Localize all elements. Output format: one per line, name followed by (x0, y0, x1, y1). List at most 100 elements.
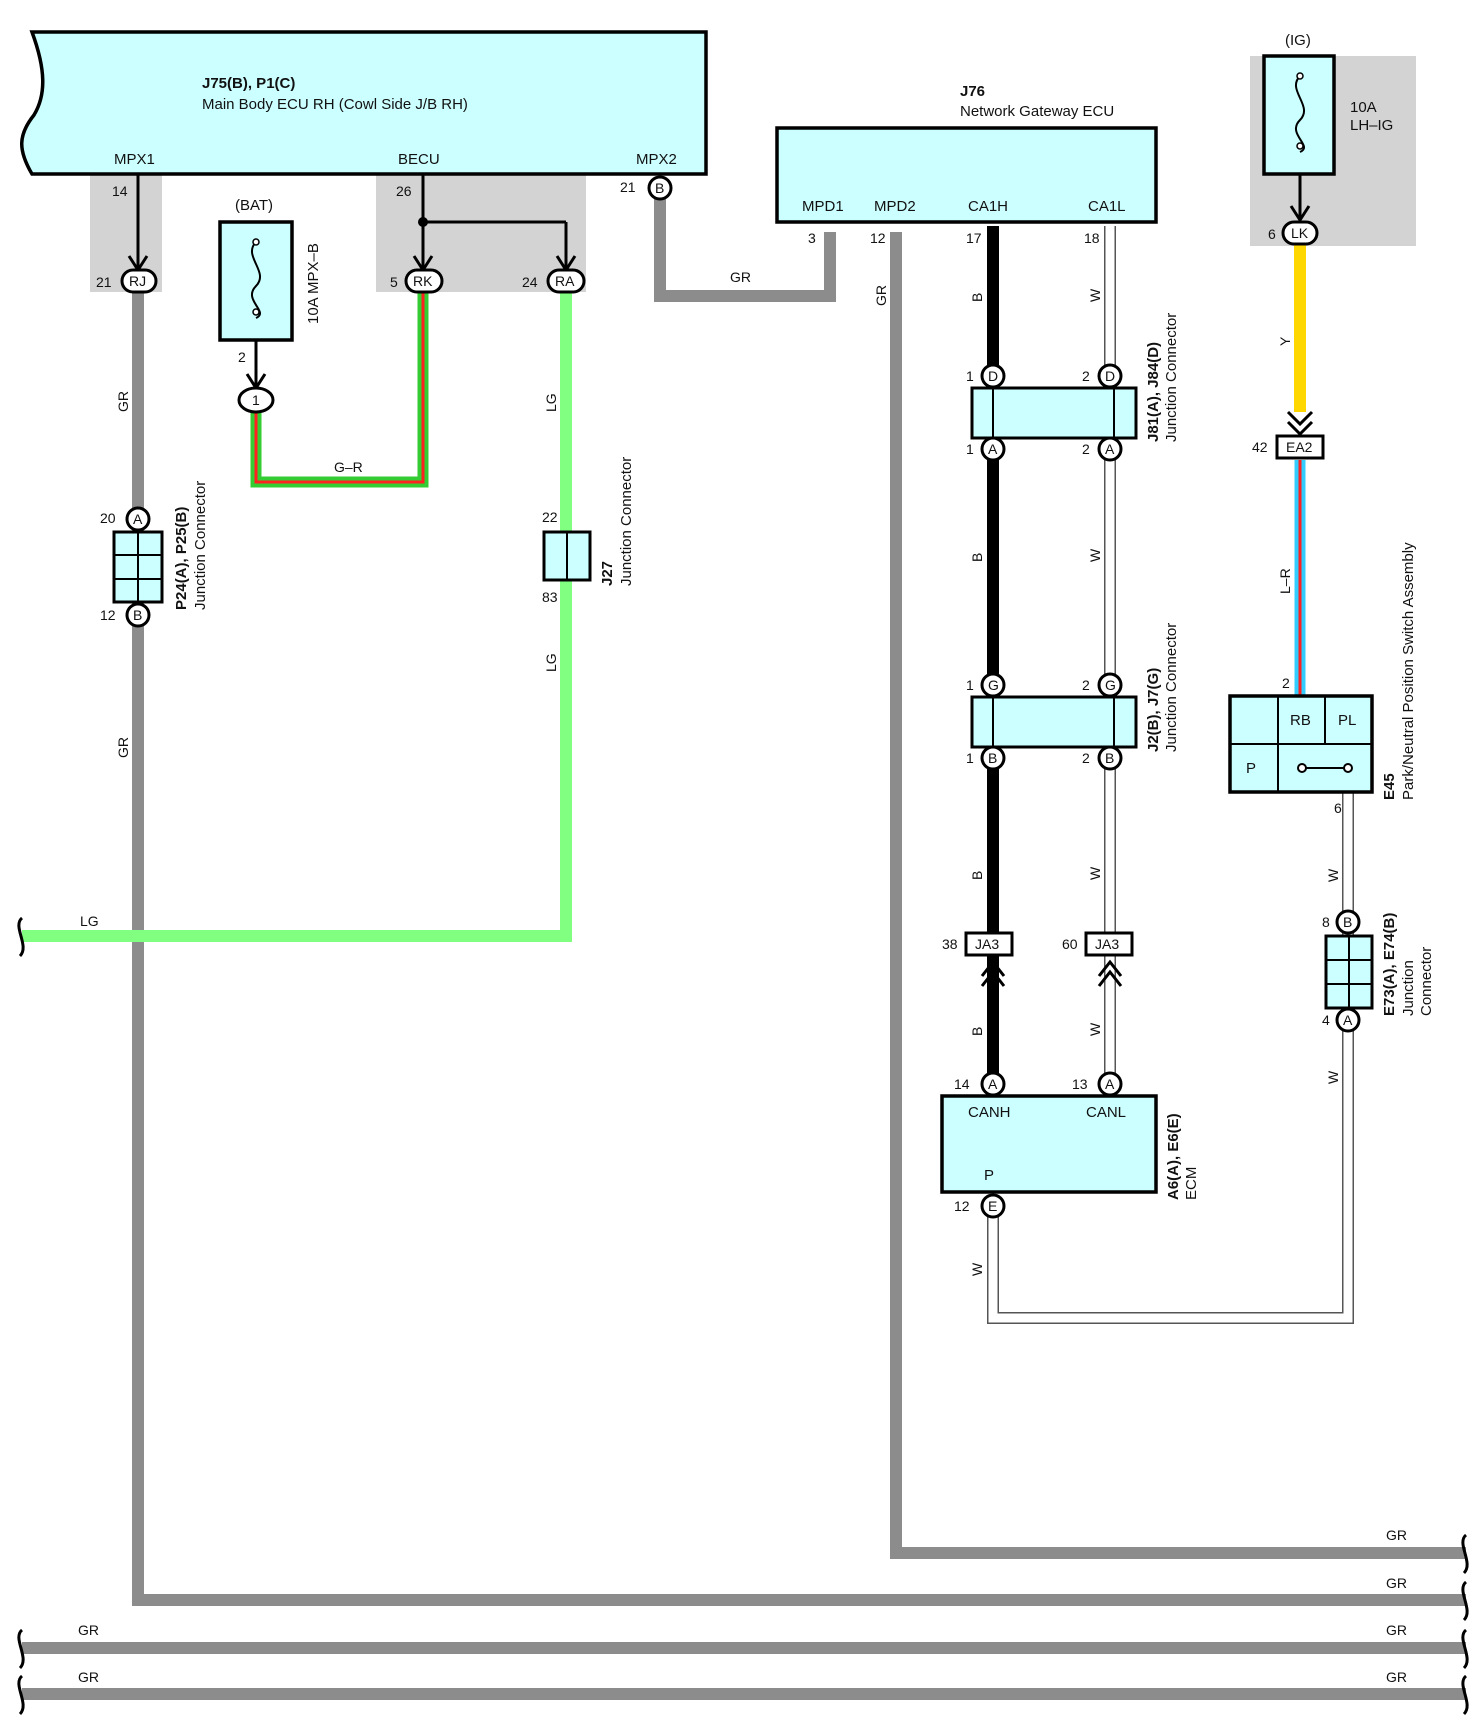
ecm-pin-label-canh: CANH (968, 1104, 1011, 1121)
connector-rj-pin: 21 (96, 274, 112, 290)
wire-label-w-1: W (1087, 288, 1103, 302)
j2-pin-b1 (980, 745, 1006, 771)
pin-label-mpd1: MPD1 (802, 198, 844, 215)
j7-pin-g2 (1097, 672, 1123, 698)
pin-number-mpx2: 21 (620, 179, 636, 195)
wire-label-lg-left: LG (80, 913, 99, 929)
e73-e74-connector: B 8 A 4 E73(A), E74(B) Junction Connecto… (1322, 909, 1435, 1033)
connector-ra-pin: 24 (522, 274, 538, 290)
p24-p25-connector: A 20 B 12 P24(A), P25(B) Junction Connec… (100, 481, 209, 628)
wire-label-gr-right-4: GR (1386, 1669, 1407, 1685)
wire-label-w-3: W (1087, 866, 1103, 880)
wire-label-gr-right-2: GR (1386, 1575, 1407, 1591)
ig-fuse-terminal-bottom (1296, 142, 1304, 150)
wire-label-gr-mpx1-mid: GR (115, 737, 131, 758)
gr-wires (22, 190, 1466, 1700)
ja3-60-code: JA3 (1095, 936, 1119, 952)
wire-label-w-4: W (1087, 1022, 1103, 1036)
e73-pin-a-num: 4 (1322, 1012, 1330, 1028)
ecm-box (940, 1094, 1158, 1194)
break-right-gr-2 (1461, 1580, 1469, 1622)
j2-j7-connector: G 1 G 2 B 1 B 2 J2(B), J7(G) Junction Co… (966, 623, 1180, 771)
connector-mpx2 (647, 175, 673, 201)
wire-label-w-ecm-p: W (969, 1262, 985, 1276)
connector-rk-pin: 5 (390, 274, 398, 290)
j84-pin-d2 (1097, 363, 1123, 389)
ig-fuse-amps: 10A (1350, 99, 1377, 116)
wire-label-lg-top: LG (543, 393, 559, 412)
e74-pin-b-num: 8 (1322, 914, 1330, 930)
ja3-38-pin: 38 (942, 936, 958, 952)
p24-pin-a (125, 506, 151, 532)
e45-pin-in: 2 (1282, 675, 1290, 691)
j2-body (970, 695, 1138, 749)
wire-label-gr-mpd2: GR (873, 285, 889, 306)
pin-label-mpx2: MPX2 (636, 151, 677, 168)
j7-pin-g1-id: G (988, 677, 999, 693)
bat-joint (237, 386, 275, 414)
wire-label-gr-left-2: GR (78, 1669, 99, 1685)
ea2-box (1275, 434, 1325, 460)
j7-pin-g2-num: 2 (1082, 677, 1090, 693)
j84-pin-d2-num: 2 (1082, 368, 1090, 384)
e45-contact-left (1297, 763, 1307, 773)
break-left-lg (17, 916, 25, 958)
wire-label-gr-mpx2: GR (730, 269, 751, 285)
ig-fuse-arrow-icon (1289, 205, 1311, 223)
wire-break-marks (17, 916, 1469, 1716)
p24-pin-b (125, 602, 151, 628)
p24-code: P24(A), P25(B) (173, 507, 190, 610)
pin-number-mpx1: 14 (112, 183, 128, 199)
wire-label-b-4: B (969, 1027, 985, 1036)
wire-label-w-2: W (1087, 548, 1103, 562)
ea2-code: EA2 (1286, 439, 1313, 455)
connector-lk (1281, 220, 1319, 246)
wire-label-g-r: G–R (334, 459, 363, 475)
j2-name: Junction Connector (1163, 623, 1180, 752)
j81-j84-connector: D 1 D 2 A 1 A 2 J81(A), J84(D) Junction … (966, 313, 1180, 462)
pin-number-becu: 26 (396, 183, 412, 199)
pin-number-ca1h: 17 (966, 230, 982, 246)
ig-source-label: (IG) (1285, 32, 1311, 49)
gr-wire-mpd2 (890, 232, 1466, 1559)
ja3-38-code: JA3 (975, 936, 999, 952)
j7-pin-g1 (980, 672, 1006, 698)
j2-pin-b2-id: B (1105, 750, 1114, 766)
j81-pin-a2-num: 2 (1082, 441, 1090, 457)
wire-label-y: Y (1277, 336, 1293, 346)
ecm-pin-canh-num: 14 (954, 1076, 970, 1092)
j81-code: J81(A), J84(D) (1145, 342, 1162, 442)
wire-color-labels: GR GR GR GR LG LG LG G–R B W B W B W B W… (78, 269, 1407, 1685)
gateway-ecu-name: Network Gateway ECU (960, 103, 1114, 120)
e74-pin-b (1335, 909, 1361, 935)
j81-name: Junction Connector (1163, 313, 1180, 442)
e45-label-pl: PL (1338, 712, 1356, 729)
e73-code: E73(A), E74(B) (1381, 913, 1398, 1016)
e73-name-2: Connector (1418, 947, 1435, 1016)
wire-label-gr-right-1: GR (1386, 1527, 1407, 1543)
ecm-name: ECM (1183, 1167, 1200, 1200)
j81-pin-a1 (980, 436, 1006, 462)
bat-fuse-out-pin: 2 (238, 349, 246, 365)
wire-label-b-2: B (969, 553, 985, 562)
pin-number-ca1l: 18 (1084, 230, 1100, 246)
connector-ra (546, 268, 586, 294)
ecm-pin-p (980, 1193, 1006, 1219)
e45-label-rb: RB (1290, 712, 1311, 729)
wire-label-gr-mpx1-top: GR (115, 391, 131, 412)
gr-wire-mpx1 (132, 292, 1466, 1606)
ecm-pin-p-id: E (988, 1198, 997, 1214)
ea2-pin: 42 (1252, 439, 1268, 455)
pin-number-mpd2: 12 (870, 230, 886, 246)
j81-pin-a2-id: A (1105, 441, 1115, 457)
j84-pin-d2-id: D (1105, 368, 1115, 384)
ea2-arrow-icon (1286, 410, 1314, 437)
pin-number-mpd1: 3 (808, 230, 816, 246)
ecm-pin-label-canl: CANL (1086, 1104, 1126, 1121)
ja3-38-arrow-icon (980, 959, 1006, 987)
j84-pin-d1-id: D (988, 368, 998, 384)
p24-pin-a-id: A (133, 511, 143, 527)
e45-switch: 2 RB PL P 6 E45 Park/Neutral Position Sw… (1228, 542, 1417, 816)
j27-pin-top: 22 (542, 509, 558, 525)
